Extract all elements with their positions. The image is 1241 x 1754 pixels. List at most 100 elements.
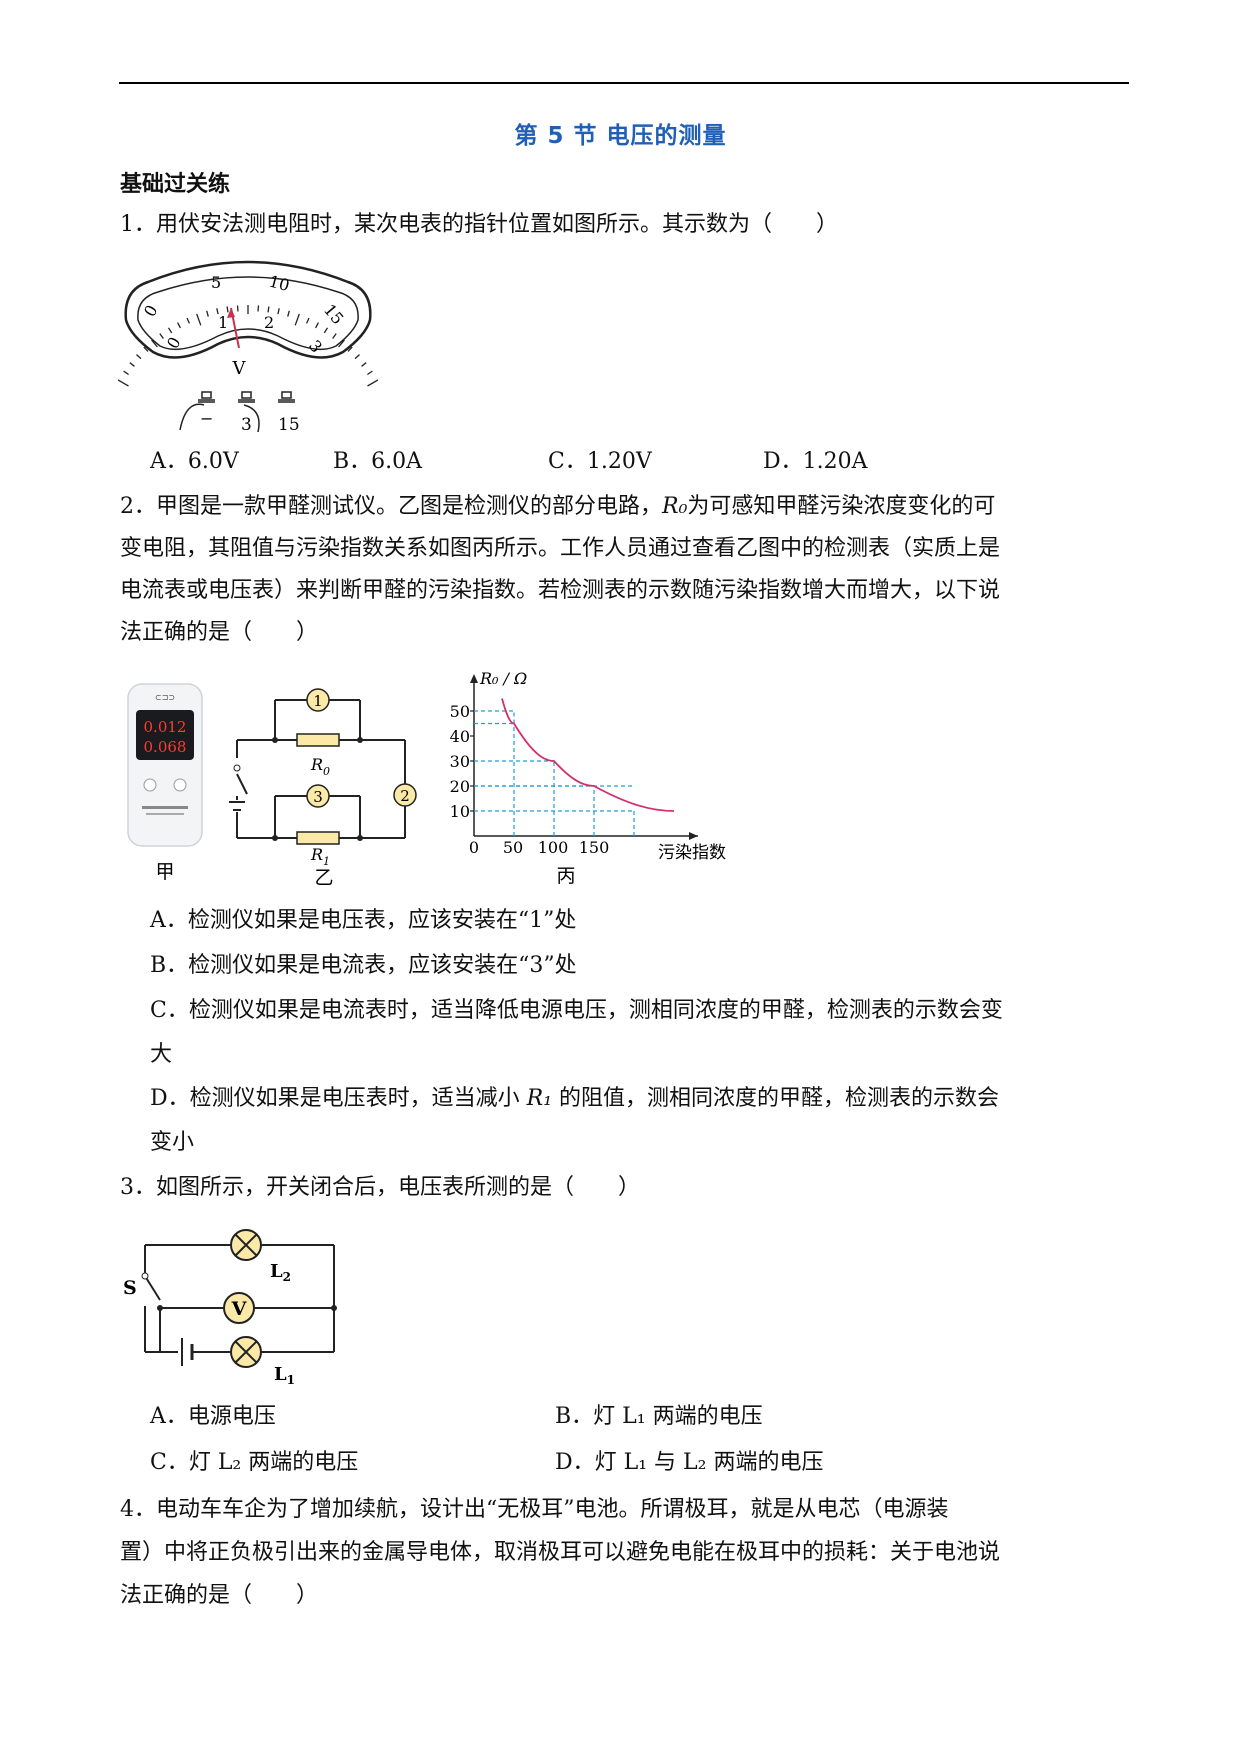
scale-tick: [151, 339, 158, 348]
svg-text:1: 1: [313, 692, 323, 710]
meter-position-1: [306, 688, 330, 712]
scale-tick: [347, 346, 353, 352]
r0-symbol: R₀: [662, 494, 688, 519]
terminal-negative: −: [200, 409, 213, 428]
scale-tick: [159, 333, 164, 339]
q2-stem-line-1: 2．甲图是一款甲醛测试仪。乙图是检测仪的部分电路，R₀为可感知甲醛污染浓度变化的…: [120, 494, 996, 519]
q3-option-c[interactable]: C．灯 L₂ 两端的电压: [150, 1450, 359, 1475]
q2-stem-line-2: 变电阻，其阻值与污染指数关系如图丙所示。工作人员通过查看乙图中的检测表（实质上是: [120, 536, 1001, 561]
q1-option-d[interactable]: D．1.20A: [763, 449, 868, 474]
scale-upper-0: 0: [140, 302, 162, 320]
ytick-30: 30: [450, 752, 470, 771]
scale-tick: [361, 362, 367, 367]
scale-tick: [186, 317, 190, 324]
scale-tick: [287, 310, 290, 317]
ytick-20: 20: [450, 777, 470, 796]
scale-tick: [123, 370, 129, 376]
scale-tick: [226, 306, 229, 313]
scale-tick: [294, 313, 300, 326]
meter-scale-ticks: [118, 305, 378, 387]
voltmeter-figure: 0 5 10 15 0 1 2 3 V − 3 15: [118, 260, 378, 435]
section-heading: 基础过关练: [120, 172, 231, 197]
q2-option-b[interactable]: B．检测仪如果是电流表，应该安装在“3”处: [150, 953, 577, 978]
q1-option-c[interactable]: C．1.20V: [548, 449, 652, 474]
q4-stem-line-1: 4．电动车车企为了增加续航，设计出“无极耳”电池。所谓极耳，就是从电芯（电源装: [120, 1497, 949, 1522]
meter-terminals: [179, 391, 295, 433]
scale-tick: [267, 306, 270, 313]
scale-tick: [367, 379, 378, 387]
xtick-100: 100: [538, 838, 569, 857]
q2-stem-line-4: 法正确的是（ ）: [120, 620, 319, 645]
q3-stem: 3．如图所示，开关闭合后，电压表所测的是（ ）: [120, 1175, 640, 1200]
terminal-15: 15: [278, 415, 300, 435]
q2-option-c-cont: 大: [150, 1042, 173, 1067]
xtick-0: 0: [469, 838, 479, 857]
scale-tick: [277, 308, 280, 315]
scale-upper-15: 15: [320, 300, 348, 328]
scale-tick: [236, 305, 239, 312]
voltmeter-icon: [223, 1292, 255, 1324]
scale-tick: [354, 354, 360, 360]
resistance-curve: [501, 698, 675, 812]
formaldehyde-tester-figure: ⊂⊐⊃ 0.012 0.068 甲: [127, 683, 203, 880]
label-r1: R1: [310, 845, 330, 868]
chart-xlabel: 污染指数: [658, 843, 726, 863]
xtick-150: 150: [579, 838, 610, 857]
meter-position-2: [393, 783, 417, 807]
q4-stem-line-2: 置）中将正负极引出来的金属导电体，取消极耳可以避免电能在极耳中的损耗：关于电池说: [120, 1540, 1001, 1565]
voltmeter-label: V: [231, 1298, 248, 1320]
q3-option-a[interactable]: A．电源电压: [150, 1404, 276, 1429]
xtick-50: 50: [503, 838, 523, 857]
scale-tick: [216, 308, 219, 315]
q2-option-a[interactable]: A．检测仪如果是电压表，应该安装在“1”处: [150, 908, 577, 933]
scale-upper-10: 10: [267, 272, 292, 296]
resistance-pollution-chart: R₀ / Ω 污染指数 50 40 30 20 10 0 50 100 150 …: [450, 669, 726, 886]
scale-upper-5: 5: [211, 273, 221, 292]
switch-lamp-circuit-figure: V S L2 L1: [123, 1229, 337, 1385]
ytick-10: 10: [450, 802, 470, 821]
scale-lower-1: 1: [218, 313, 228, 332]
q3-option-d[interactable]: D．灯 L₁ 与 L₂ 两端的电压: [555, 1450, 824, 1475]
q1-option-b[interactable]: B．6.0A: [333, 449, 423, 474]
lamp-l2-label: L2: [270, 1261, 291, 1284]
q2-option-c[interactable]: C．检测仪如果是电流表时，适当降低电源电压，测相同浓度的甲醛，检测表的示数会变: [150, 998, 1003, 1023]
scale-tick: [136, 354, 142, 360]
header-rule: [119, 82, 1129, 84]
scale-tick: [306, 317, 310, 324]
terminal-3: 3: [241, 415, 252, 435]
q2-stem-line-3: 电流表或电压表）来判断甲醛的污染指数。若检测表的示数随污染指数增大而增大，以下说: [120, 578, 1001, 603]
device-reading-1: 0.012: [144, 718, 187, 736]
meter-unit: V: [232, 358, 247, 379]
resistor-r0: [296, 733, 340, 747]
meter-dial-face: [137, 276, 359, 351]
svg-text:2: 2: [400, 787, 410, 805]
meter-position-3: [306, 784, 330, 808]
set-button-icon[interactable]: [173, 778, 187, 792]
detector-circuit-figure: 1 2 3 R0 R1 乙: [229, 688, 417, 888]
scale-tick: [323, 327, 329, 334]
scale-tick: [206, 310, 209, 317]
q2-option-d-cont: 变小: [150, 1130, 195, 1155]
q2-option-d[interactable]: D．检测仪如果是电压表时，适当减小 R₁ 的阻值，测相同浓度的甲醛，检测表的示数…: [150, 1086, 1000, 1111]
scale-tick: [315, 322, 319, 329]
scale-tick: [257, 305, 260, 312]
ytick-40: 40: [450, 727, 470, 746]
power-button-icon[interactable]: [143, 778, 157, 792]
scale-tick: [129, 362, 135, 367]
page-title: 第 5 节 电压的测量: [514, 123, 727, 149]
device-reading-2: 0.068: [144, 738, 187, 756]
x-axis-arrow: [689, 832, 698, 840]
label-r0: R0: [310, 755, 330, 778]
scale-tick: [118, 379, 129, 387]
q1-option-a[interactable]: A．6.0V: [150, 449, 239, 474]
switch-label: S: [123, 1277, 137, 1299]
svg-text:⊂⊐⊃: ⊂⊐⊃: [155, 693, 175, 702]
resistor-r1: [296, 831, 340, 845]
device-body: [127, 683, 203, 847]
scale-tick: [177, 322, 181, 329]
ytick-50: 50: [450, 702, 470, 721]
scale-lower-3: 3: [305, 336, 326, 356]
scale-lower-2: 2: [264, 313, 274, 332]
q3-option-b[interactable]: B．灯 L₁ 两端的电压: [555, 1404, 763, 1429]
meter-housing: [124, 260, 372, 359]
